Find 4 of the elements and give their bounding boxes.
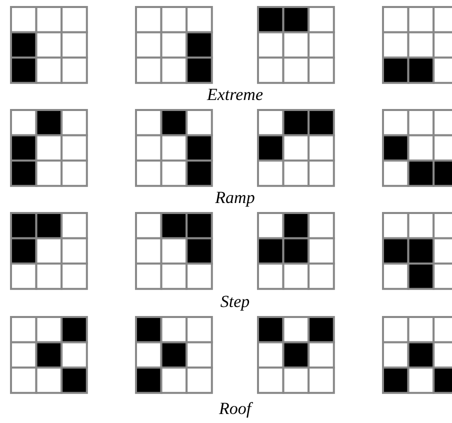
row-label: Ramp — [215, 189, 255, 207]
row-label: Step — [220, 293, 250, 311]
row-label: Extreme — [207, 86, 263, 104]
row-label: Roof — [218, 400, 252, 418]
